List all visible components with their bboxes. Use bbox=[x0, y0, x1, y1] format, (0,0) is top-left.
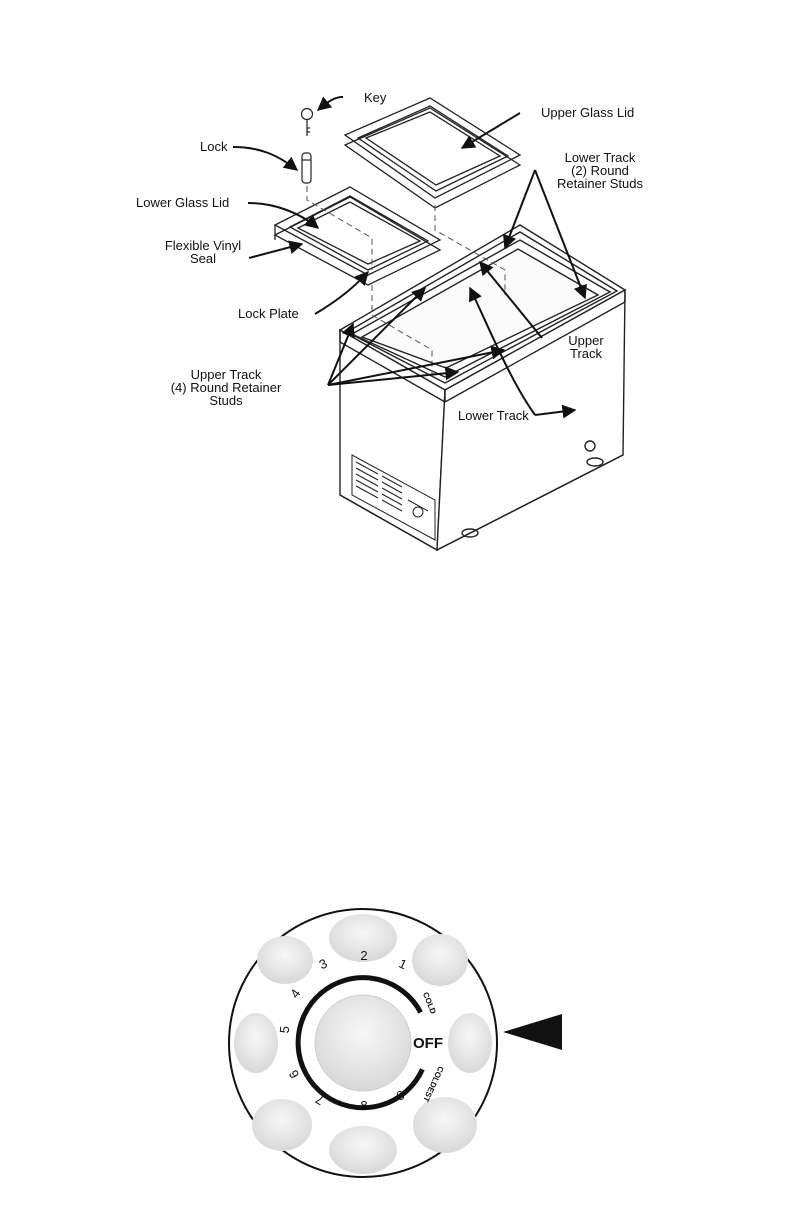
label-upper-track-line2: Track bbox=[570, 346, 603, 361]
label-lock: Lock bbox=[200, 139, 228, 154]
label-lower-glass-lid: Lower Glass Lid bbox=[136, 195, 229, 210]
label-lower-track-studs-line3: Retainer Studs bbox=[557, 176, 643, 191]
label-flexible-vinyl-line2: Seal bbox=[190, 251, 216, 266]
label-lock-plate: Lock Plate bbox=[238, 306, 299, 321]
key-icon bbox=[302, 109, 313, 137]
dial-label-off: OFF bbox=[413, 1035, 443, 1052]
label-key: Key bbox=[364, 90, 387, 105]
lock-icon bbox=[302, 153, 311, 183]
lower-glass-lid bbox=[275, 187, 440, 285]
dial-number-8: 8 bbox=[360, 1098, 367, 1113]
label-upper-glass-lid: Upper Glass Lid bbox=[541, 105, 634, 120]
dial-number-2: 2 bbox=[360, 948, 367, 963]
label-lower-track: Lower Track bbox=[458, 408, 529, 423]
label-upper-track-studs-line3: Studs bbox=[209, 393, 243, 408]
dial-pointer-arrow bbox=[503, 1014, 562, 1050]
dial-number-5: 5 bbox=[277, 1025, 293, 1034]
thermostat-dial[interactable]: 1 2 3 4 5 6 7 8 9 COLD OFF COLDEST bbox=[229, 909, 497, 1177]
dial-center-hub bbox=[315, 995, 411, 1091]
upper-glass-lid bbox=[345, 98, 520, 208]
freezer-cabinet bbox=[340, 225, 625, 550]
